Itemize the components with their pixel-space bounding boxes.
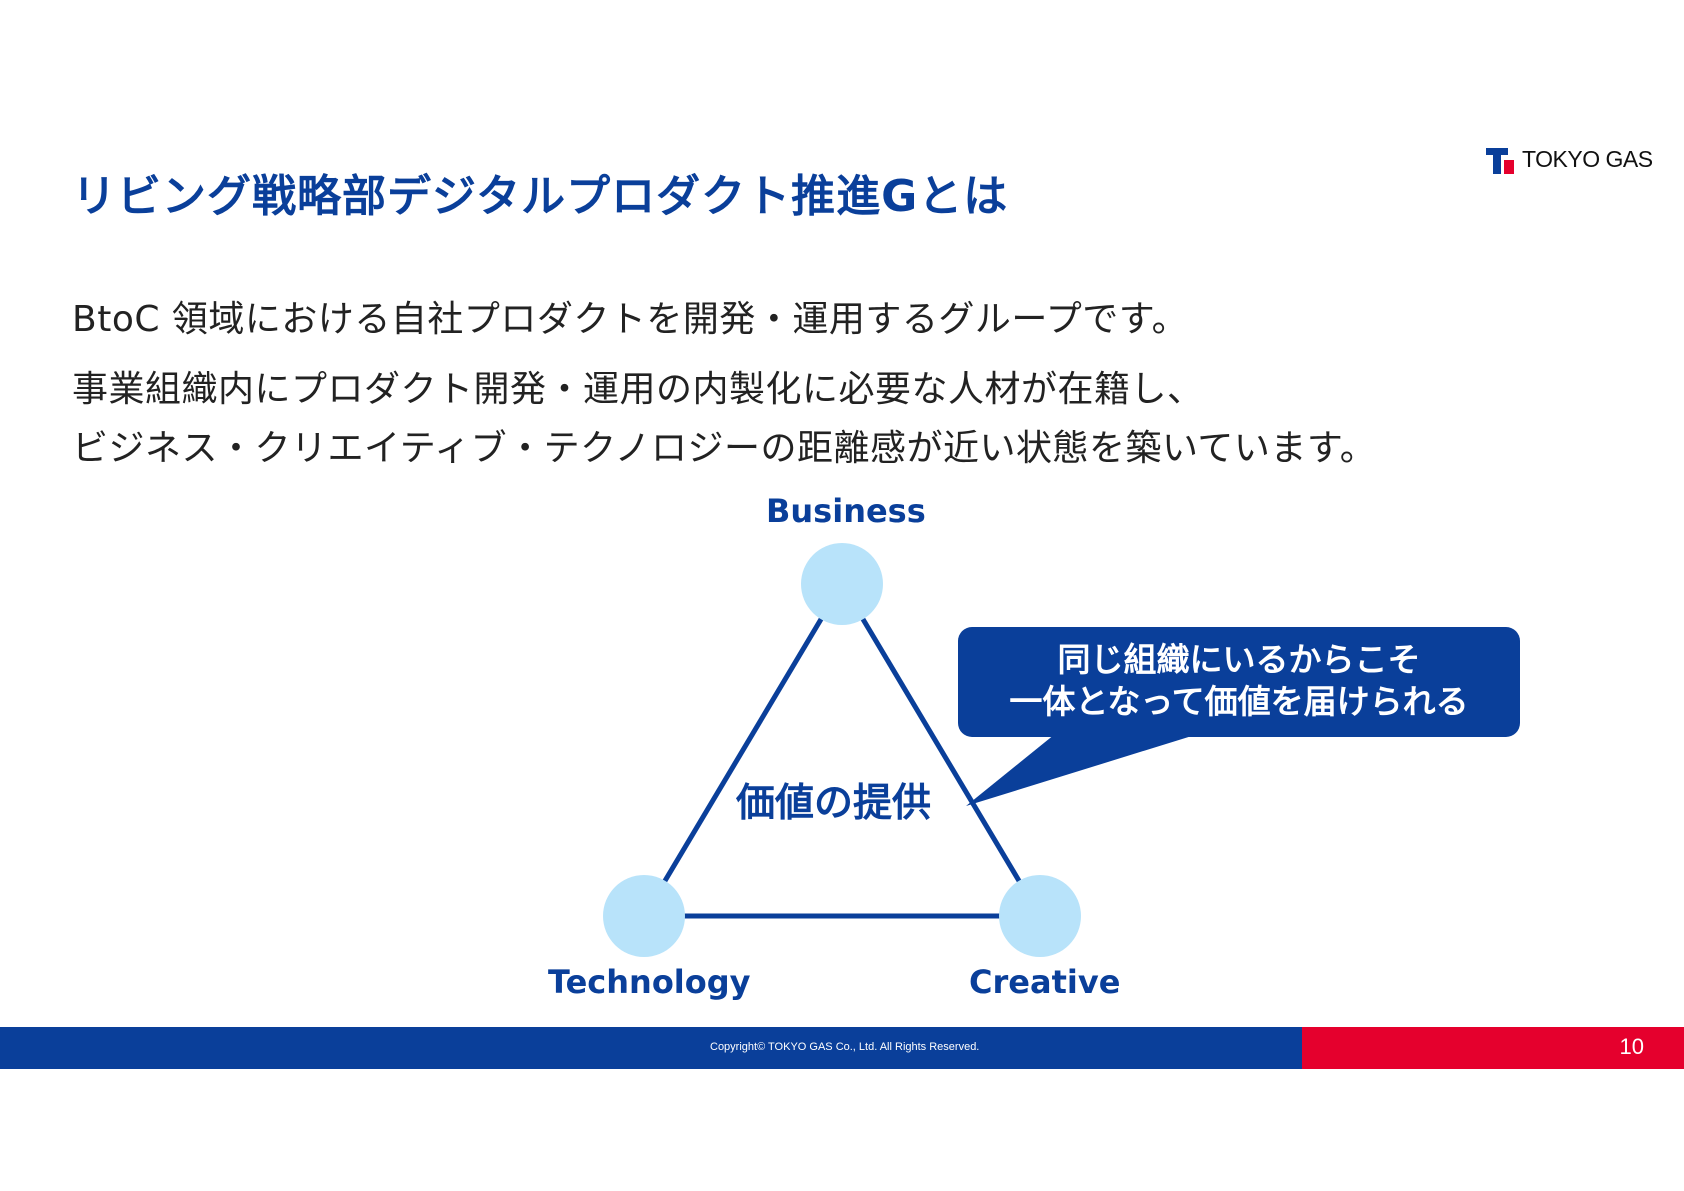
label-creative: Creative xyxy=(969,963,1121,1001)
body-line-3: ビジネス・クリエイティブ・テクノロジーの距離感が近い状態を築いています。 xyxy=(72,428,1377,469)
callout-line-2: 一体となって価値を届けられる xyxy=(1009,682,1469,721)
page-number: 10 xyxy=(1619,1034,1644,1059)
label-business: Business xyxy=(766,492,926,530)
footer-bar: Copyright© TOKYO GAS Co., Ltd. All Right… xyxy=(0,1027,1684,1069)
page-title: リビング戦略部デジタルプロダクト推進Gとは xyxy=(72,171,1009,222)
logo-text: TOKYO GAS xyxy=(1522,146,1653,172)
value-triangle-diagram xyxy=(603,543,1195,957)
footer-red-band xyxy=(1302,1027,1684,1069)
callout-line-1: 同じ組織にいるからこそ xyxy=(1057,640,1421,679)
copyright-text: Copyright© TOKYO GAS Co., Ltd. All Right… xyxy=(710,1041,980,1053)
body-line-1: BtoC 領域における自社プロダクトを開発・運用するグループです。 xyxy=(72,299,1189,340)
node-business xyxy=(801,543,883,625)
callout-pointer xyxy=(966,730,1195,806)
tokyo-gas-logo-icon xyxy=(1486,148,1514,174)
label-technology: Technology xyxy=(548,963,751,1001)
body-line-2: 事業組織内にプロダクト開発・運用の内製化に必要な人材が在籍し、 xyxy=(72,369,1204,410)
edge-business-creative xyxy=(839,582,1043,918)
node-technology xyxy=(603,875,685,957)
callout-bubble: 同じ組織にいるからこそ 一体となって価値を届けられる xyxy=(958,627,1520,737)
node-creative xyxy=(999,875,1081,957)
center-label: 価値の提供 xyxy=(736,781,932,826)
footer-blue-band xyxy=(0,1027,1302,1069)
edge-business-technology xyxy=(641,582,845,918)
